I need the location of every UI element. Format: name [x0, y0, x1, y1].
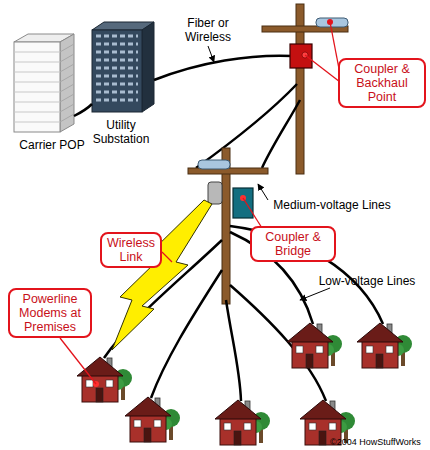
backhaul-box — [290, 44, 312, 68]
building-front — [92, 30, 142, 112]
lightning-bolt — [112, 200, 212, 350]
callout-text: Wireless Link — [106, 236, 156, 264]
part-label: Low-voltage Lines — [312, 274, 422, 288]
leader-line — [162, 252, 172, 262]
building-floors — [60, 44, 74, 122]
callout-text: Coupler & Backhaul Point — [344, 62, 420, 104]
label-pointer — [208, 46, 214, 62]
callout-text: Coupler & Bridge — [256, 230, 330, 258]
house — [287, 323, 342, 368]
label-pointer — [300, 288, 330, 300]
low-voltage-line — [151, 270, 222, 398]
bridge-box — [233, 188, 253, 218]
building-side — [142, 22, 154, 112]
callout-box: Wireless Link — [100, 232, 162, 268]
building-floors — [14, 52, 60, 122]
fiber-line — [154, 56, 293, 80]
upper-pole — [262, 4, 348, 174]
callout-box: Coupler & Bridge — [250, 226, 336, 262]
house — [125, 397, 180, 442]
part-label: Medium-voltage Lines — [262, 198, 402, 212]
part-label: Carrier POP — [10, 138, 94, 152]
low-voltage-line — [226, 300, 241, 401]
callout-text: Powerline Modems at Premises — [14, 292, 86, 334]
leader-line — [305, 55, 340, 82]
callout-box: Powerline Modems at Premises — [8, 288, 92, 338]
copyright-note: ©2004 HowStuffWorks — [330, 437, 430, 448]
medium-voltage-line — [196, 84, 297, 168]
building-side — [60, 34, 74, 132]
substation-building — [92, 22, 154, 112]
house — [77, 357, 132, 402]
leader-line — [60, 338, 96, 384]
transformer — [208, 182, 222, 204]
part-label: Fiber or Wireless — [176, 16, 240, 44]
fiber-line — [74, 104, 92, 116]
carrier-building — [14, 34, 74, 132]
medium-voltage-line — [262, 100, 300, 168]
callout-box: Coupler & Backhaul Point — [338, 58, 426, 108]
label-pointer — [258, 184, 268, 200]
building-front — [14, 42, 60, 132]
coupler-device — [198, 160, 230, 169]
building-windows — [96, 36, 138, 100]
leader-line — [243, 198, 262, 228]
coupler-device — [316, 18, 348, 27]
house — [357, 323, 412, 368]
house — [215, 400, 270, 445]
part-label: Utility Substation — [84, 118, 158, 146]
